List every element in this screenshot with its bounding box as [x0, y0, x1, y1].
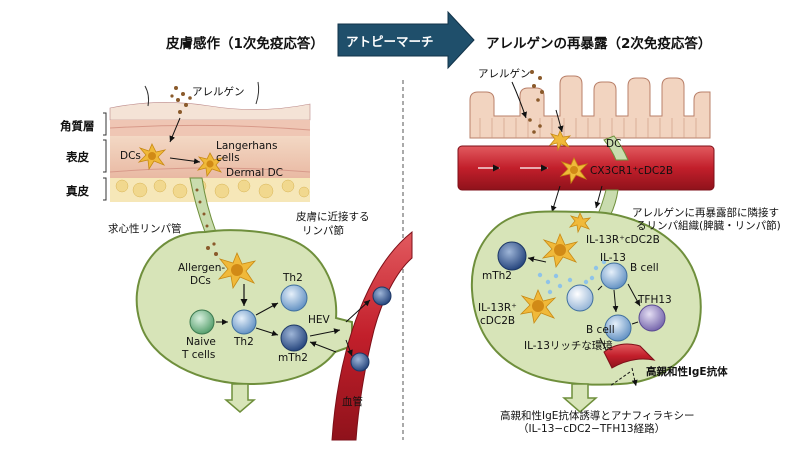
dc-in-vessel — [559, 157, 589, 185]
dcs-label: DCs — [120, 150, 141, 162]
blood-vessel-left — [331, 230, 413, 441]
epithelium — [469, 75, 711, 139]
induction-label-2: （IL-13−cDC2−TFH13経路） — [518, 423, 666, 435]
allergen-label-left: アレルゲン — [192, 86, 245, 98]
tfh13-cell — [638, 304, 666, 332]
allergen-label-right: アレルゲン — [478, 68, 531, 80]
b-cell-top — [600, 262, 628, 290]
il13r-left-label-1: IL-13R⁺ — [478, 302, 517, 314]
naive-t-cell — [189, 309, 215, 335]
atopic-march-arrow — [337, 10, 475, 70]
lymph-node-left — [135, 229, 353, 386]
layer-brackets — [103, 112, 107, 201]
b-cell-top-label: B cell — [630, 262, 659, 274]
allergen-dc-node — [217, 251, 257, 290]
blood-vessel-label: 血管 — [342, 396, 363, 408]
b-cell-bottom — [604, 314, 632, 342]
hev-label: HEV — [308, 314, 330, 326]
right-panel-title: アレルゲンの再暴露（2次免疫応答） — [486, 36, 712, 52]
langerhans-cell — [196, 152, 224, 178]
allergen-dcs-label-1: Allergen- — [178, 262, 226, 274]
allergen-dots-left — [170, 86, 192, 114]
near-node-label-1: 皮膚に近接する — [296, 211, 370, 223]
langerhans-label-2: cells — [216, 152, 240, 164]
dc-epithelium — [548, 130, 572, 152]
layer-epidermis: 表皮 — [66, 150, 89, 164]
induction-label-1: 高親和性IgE抗体誘導とアナフィラキシー — [500, 410, 695, 422]
th2-top-label: Th2 — [283, 272, 303, 284]
il13r-left-label-2: cDC2B — [480, 315, 516, 327]
layer-stratum-corneum: 角質層 — [60, 119, 95, 133]
naive-label-1: Naive — [186, 336, 216, 348]
th2-mid-label: Th2 — [234, 336, 254, 348]
mth2-right-label: mTh2 — [482, 270, 512, 282]
near-node-label-2: リンパ節 — [302, 225, 344, 237]
il13r-dc-top — [541, 232, 579, 269]
atopic-march-label: アトピーマーチ — [346, 34, 434, 49]
il13r-dc-left — [519, 288, 557, 325]
dc-small-top — [568, 212, 592, 234]
th2-cell-mid — [231, 309, 257, 335]
dendritic-cell-skin — [137, 143, 167, 171]
naive-label-2: T cells — [182, 349, 216, 361]
high-affinity-ige-label: 高親和性IgE抗体 — [646, 366, 728, 378]
il13-label: IL-13 — [600, 252, 626, 264]
b-cell-bottom-label: B cell — [586, 324, 615, 336]
tfh13-label: TFH13 — [638, 294, 672, 306]
afferent-lymph-label: 求心性リンパ管 — [108, 223, 182, 235]
cx3cr1-label: CX3CR1⁺cDC2B — [590, 165, 674, 177]
allergen-dots-right — [528, 70, 544, 134]
il13-rich-label: IL-13リッチな環境 — [524, 340, 613, 352]
left-panel-title: 皮膚感作（1次免疫応答） — [166, 36, 324, 52]
langerhans-label-1: Langerhans — [216, 140, 278, 152]
adjacent-tissue-label-1: アレルゲンに再暴露部に隣接す — [632, 207, 779, 219]
dermal-dc-label: Dermal DC — [226, 167, 284, 179]
th2-cell-top — [280, 284, 308, 312]
layer-dermis: 真皮 — [66, 184, 89, 198]
mth2-cell — [280, 324, 308, 352]
adjacent-tissue-label-2: るリンパ組織(脾臓・リンパ節) — [636, 220, 781, 232]
dc-label: DC — [606, 138, 622, 150]
il13r-top-label: IL-13R⁺cDC2B — [586, 234, 660, 246]
th2-cell-center — [566, 284, 594, 312]
allergen-dcs-label-2: DCs — [190, 275, 211, 287]
blood-vessel-right — [457, 145, 715, 191]
mth2-cell-right — [497, 241, 527, 271]
mth2-label: mTh2 — [278, 352, 308, 364]
